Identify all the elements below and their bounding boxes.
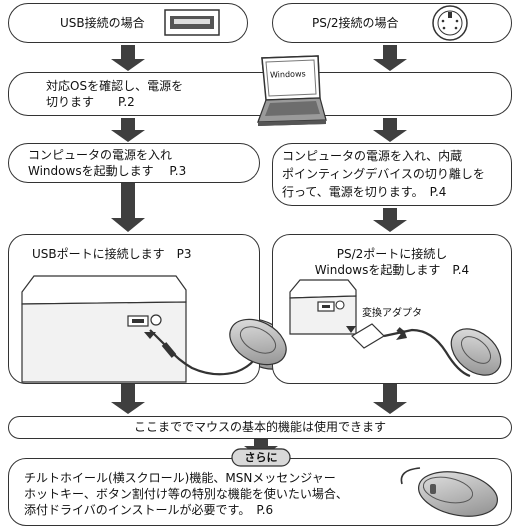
- arrow-left-3: [111, 182, 145, 232]
- basic-function-text: ここまででマウスの基本的機能は使用できます: [133, 420, 386, 434]
- os-check-line2: 切ります P.2: [46, 95, 135, 109]
- right-power-line1: コンピュータの電源を入れ、内蔵: [282, 149, 463, 163]
- right-power-line3: 行って、電源を切ります。 P.4: [282, 185, 447, 199]
- left-power-line2: Windowsを起動します P.3: [28, 164, 187, 178]
- left-power-line1: コンピュータの電源を入れ: [28, 148, 173, 162]
- driver-info-line2: ホットキー、ボタン割付け等の特別な機能を使いたい場合、: [24, 487, 348, 501]
- row1-icons: [164, 5, 468, 41]
- ps2-case-label: PS/2接続の場合: [312, 16, 399, 30]
- laptop-screen-text: Windows: [269, 69, 306, 80]
- right-connect-line2: Windowsを起動します P.4: [314, 263, 470, 277]
- driver-info-line1: チルトホイール(横スクロール)機能、MSNメッセンジャー: [24, 471, 336, 485]
- usb-case-label: USB接続の場合: [60, 16, 145, 30]
- arrow-right-1: [373, 45, 407, 71]
- basic-function-box: [8, 416, 512, 439]
- arrow-right-2: [373, 118, 407, 142]
- flow-arrows: [111, 45, 407, 458]
- left-connect-title: USBポートに接続します P3: [32, 247, 192, 261]
- driver-info-line3: 添付ドライバのインストールが必要です。 P.6: [24, 503, 274, 517]
- left-power-box: [8, 143, 260, 183]
- right-power-line2: ポインティングデバイスの切り離しを: [282, 167, 485, 181]
- os-check-line1: 対応OSを確認し、電源を: [46, 79, 184, 93]
- adapter-label: 変換アダプタ: [362, 308, 422, 319]
- arrow-left-1: [111, 45, 145, 71]
- arrow-left-4: [111, 384, 145, 414]
- arrow-right-3: [373, 208, 407, 232]
- right-connect-line1: PS/2ポートに接続し: [336, 247, 448, 261]
- ps2-case-box: [272, 3, 512, 43]
- laptop-overlay: [257, 55, 327, 126]
- arrow-left-2: [111, 118, 145, 142]
- right-power-box: [272, 143, 512, 206]
- arrow-right-4: [373, 384, 407, 414]
- sarani-label: さらに: [244, 451, 278, 464]
